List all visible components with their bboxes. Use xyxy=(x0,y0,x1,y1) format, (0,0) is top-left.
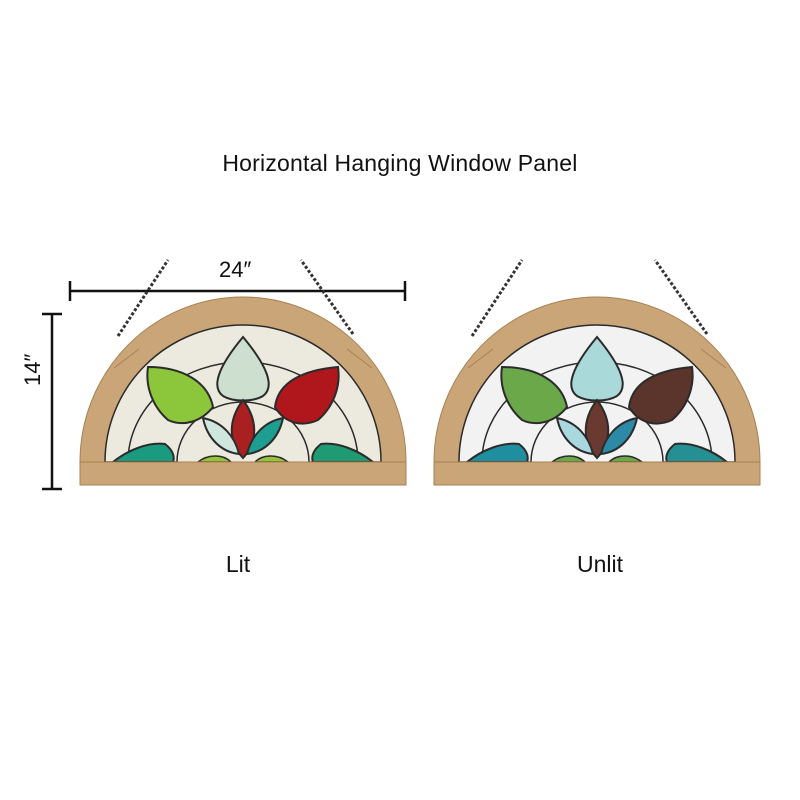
chain-icon xyxy=(653,259,709,335)
chain-icon xyxy=(470,259,524,337)
width-dimension xyxy=(68,281,407,301)
height-label: 14″ xyxy=(20,353,45,386)
chain-icon xyxy=(116,259,170,337)
unlit-panel xyxy=(433,259,761,486)
page-title: Horizontal Hanging Window Panel xyxy=(222,150,578,176)
width-label: 24″ xyxy=(219,257,252,282)
height-dimension xyxy=(42,312,62,491)
unlit-caption: Unlit xyxy=(576,551,623,577)
lit-panel xyxy=(79,259,407,486)
lit-caption: Lit xyxy=(225,551,251,577)
chain-icon xyxy=(299,259,355,335)
